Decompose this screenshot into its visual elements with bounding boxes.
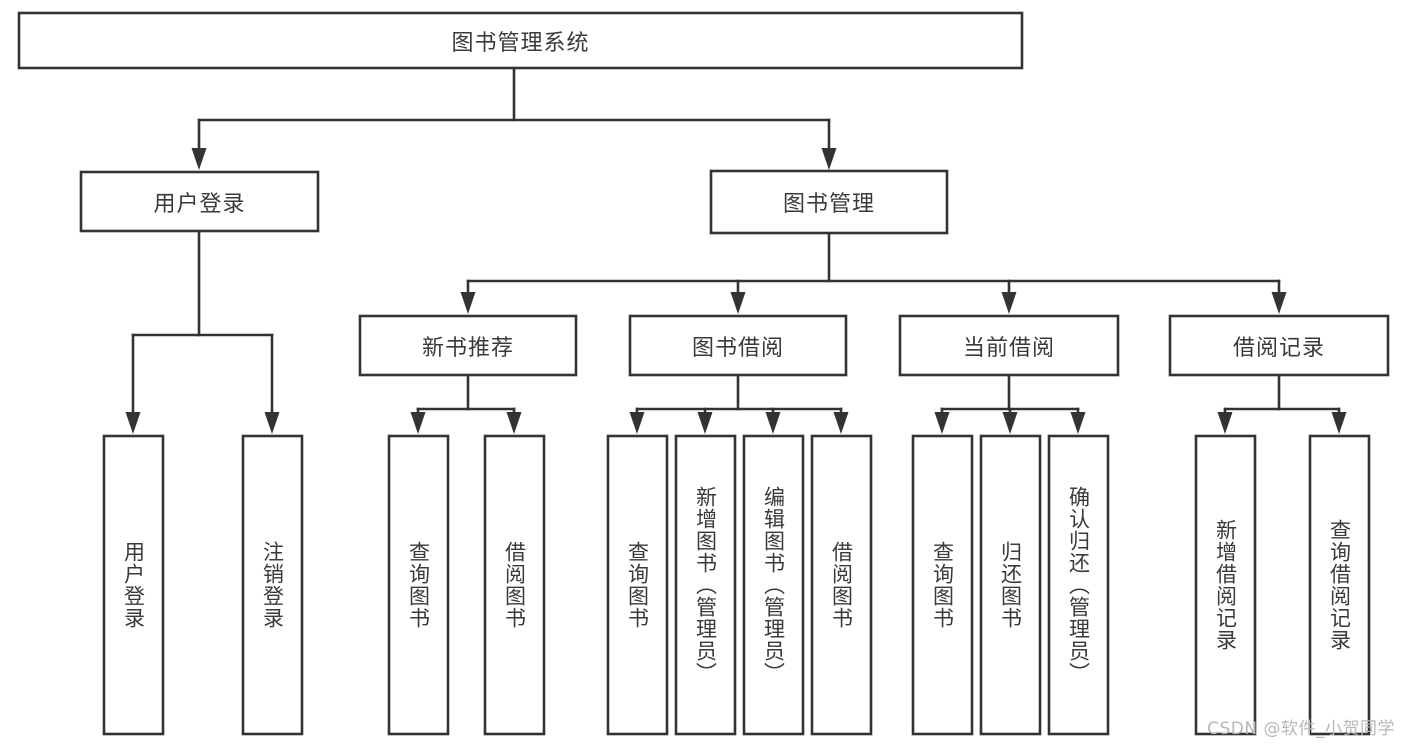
- edge-borrow-to-leaves: [629, 373, 849, 434]
- edge-root-to-level2: [191, 66, 837, 170]
- arrow-head-icon: [460, 292, 476, 314]
- arrow-head-icon: [697, 412, 713, 434]
- arrow-head-icon: [629, 412, 645, 434]
- arrow-head-icon: [765, 412, 781, 434]
- arrow-head-icon: [1002, 412, 1018, 434]
- node-new-book-recommend-box[interactable]: [358, 314, 578, 377]
- node-leaf-logout-box[interactable]: [241, 434, 304, 736]
- boxes-layer: [17, 11, 1390, 736]
- arrow-head-icon: [1001, 292, 1017, 314]
- arrow-head-icon: [125, 412, 141, 434]
- node-leaf-add-record-box[interactable]: [1194, 434, 1257, 736]
- node-leaf-query-book-3-box[interactable]: [911, 434, 974, 736]
- node-borrow-record-box[interactable]: [1168, 314, 1390, 377]
- edges-layer: [125, 66, 1347, 434]
- node-leaf-user-login-box[interactable]: [102, 434, 165, 736]
- edge-bookmanage-to-level3: [460, 231, 1287, 314]
- edge-userlogin-to-leaves: [125, 229, 280, 434]
- arrow-head-icon: [934, 412, 950, 434]
- node-leaf-query-book-2-box[interactable]: [606, 434, 669, 736]
- node-leaf-edit-book-box[interactable]: [742, 434, 805, 736]
- arrow-head-icon: [264, 412, 280, 434]
- edge-recommend-to-leaves: [410, 373, 522, 434]
- arrow-head-icon: [1070, 412, 1086, 434]
- node-user-login-box[interactable]: [79, 170, 320, 233]
- edge-record-to-leaves: [1217, 373, 1347, 434]
- arrow-head-icon: [833, 412, 849, 434]
- node-current-borrow-box[interactable]: [898, 314, 1120, 377]
- arrow-head-icon: [1217, 412, 1233, 434]
- node-leaf-borrow-book-2-box[interactable]: [810, 434, 873, 736]
- node-leaf-confirm-return-box[interactable]: [1047, 434, 1110, 736]
- arrow-head-icon: [191, 148, 207, 170]
- arrow-head-icon: [506, 412, 522, 434]
- arrow-head-icon: [410, 412, 426, 434]
- edge-current-to-leaves: [934, 373, 1086, 434]
- node-book-borrow-box[interactable]: [628, 314, 848, 377]
- arrow-head-icon: [1271, 292, 1287, 314]
- arrow-head-icon: [730, 292, 746, 314]
- node-leaf-return-book-box[interactable]: [979, 434, 1042, 736]
- arrow-head-icon: [821, 148, 837, 170]
- arrow-head-icon: [1331, 412, 1347, 434]
- node-book-manage-box[interactable]: [709, 169, 949, 235]
- node-leaf-borrow-book-1-box[interactable]: [483, 434, 546, 736]
- node-leaf-query-book-1-box[interactable]: [387, 434, 450, 736]
- node-leaf-add-book-box[interactable]: [674, 434, 737, 736]
- node-root-box[interactable]: [17, 11, 1024, 70]
- node-leaf-query-record-box[interactable]: [1308, 434, 1371, 736]
